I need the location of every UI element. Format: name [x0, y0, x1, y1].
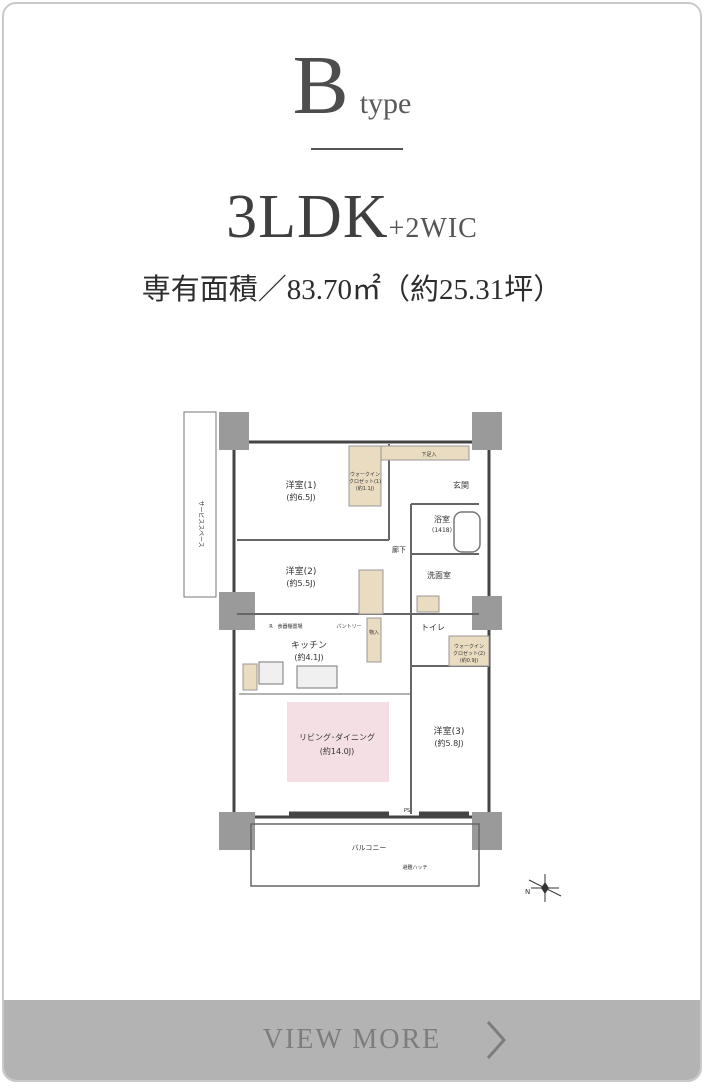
- wic2-label: ウォークイン: [454, 643, 484, 650]
- wic1-label: ウォークイン: [350, 471, 380, 478]
- bedroom2-size: (約5.5J): [286, 578, 315, 588]
- wic1-size: (約1.1J): [356, 485, 374, 492]
- living-label: リビング･ダイニング: [299, 732, 375, 742]
- toilet-label: トイレ: [421, 623, 445, 632]
- wic1-label-b: クロゼット(1): [349, 478, 381, 485]
- bedroom1-size: (約6.5J): [286, 492, 315, 502]
- bedroom3-label: 洋室(3): [434, 725, 465, 737]
- type-letter: B: [292, 39, 350, 132]
- chevron-right-icon: [486, 1021, 507, 1059]
- plan-layout: 3LDK: [226, 183, 389, 251]
- ps-label: PS: [404, 808, 410, 814]
- view-more-label: VIEW MORE: [262, 1024, 442, 1055]
- plan-heading: 3LDK+2WIC: [4, 182, 700, 253]
- compass-icon: N: [525, 874, 562, 902]
- food-storage-label: 食器棚置場: [277, 623, 302, 630]
- bath-label: 浴室: [434, 514, 450, 524]
- shoe-storage-label: 下足入: [421, 452, 436, 458]
- area-text: 専有面積／83.70㎡（約25.31坪）: [141, 274, 563, 306]
- wic2-label-b: クロゼット(2): [453, 650, 485, 657]
- plan-extra: +2WIC: [388, 213, 478, 244]
- floorplan-image: 洋室(1) (約6.5J) 洋室(2) (約5.5J) キッチン (約4.1J)…: [179, 404, 569, 904]
- type-word: type: [359, 87, 412, 120]
- refrigerator-label: R: [269, 624, 273, 630]
- bedroom2-label: 洋室(2): [286, 565, 317, 577]
- kitchen-label: キッチン: [291, 640, 327, 651]
- living-size: (約14.0J): [320, 746, 354, 756]
- emergency-exit-label: 避難ハッチ: [402, 864, 427, 871]
- title-divider: [311, 148, 403, 150]
- bath-size: (1418): [432, 527, 452, 534]
- north-label: N: [525, 888, 530, 896]
- corridor-label: 廊下: [392, 545, 406, 554]
- kitchen-size: (約4.1J): [294, 652, 323, 662]
- view-more-button[interactable]: VIEW MORE: [4, 1000, 700, 1080]
- bedroom3-size: (約5.8J): [434, 738, 463, 748]
- washroom-label: 洗面室: [427, 570, 451, 580]
- entrance-label: 玄関: [453, 480, 469, 490]
- balcony-label: バルコニー: [352, 844, 387, 852]
- bedroom1-label: 洋室(1): [286, 479, 317, 491]
- wic2-size: (約0.9J): [460, 657, 478, 664]
- service-space-label: サービススペース: [197, 500, 205, 547]
- pantry-label: パントリー: [336, 624, 361, 630]
- storage-label: 物入: [369, 629, 379, 636]
